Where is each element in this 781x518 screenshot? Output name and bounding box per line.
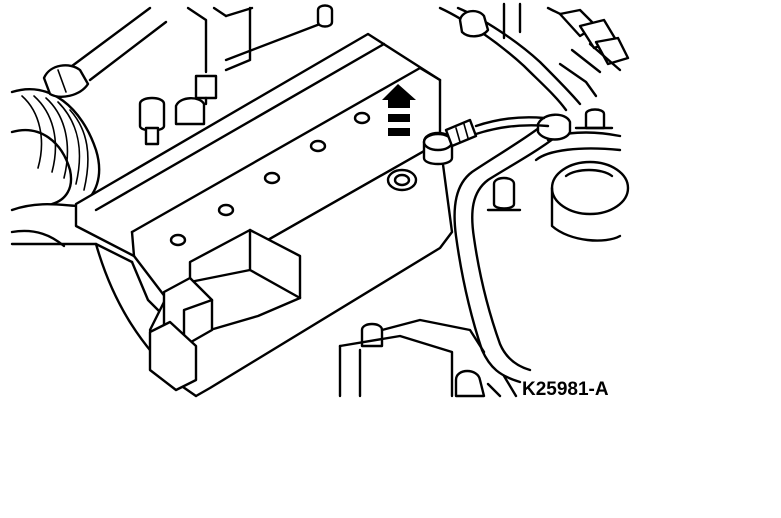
strut-tower — [534, 108, 630, 242]
engine-bay-background — [10, 2, 630, 398]
positive-terminal-cover — [148, 228, 302, 392]
negative-terminal — [386, 116, 550, 192]
forward-arrow-icon — [382, 84, 416, 136]
air-intake-hose — [10, 88, 101, 248]
left-bolt — [138, 96, 206, 146]
upper-bracket — [186, 4, 334, 106]
cell-caps — [169, 111, 371, 247]
heater-hoses — [438, 2, 630, 112]
lower-connector — [338, 318, 518, 398]
right-bolt — [486, 176, 522, 212]
battery — [74, 32, 550, 398]
brake-line — [453, 113, 572, 384]
figure-reference-code: K25981-A — [522, 379, 609, 400]
vacuum-pipe — [42, 6, 168, 98]
